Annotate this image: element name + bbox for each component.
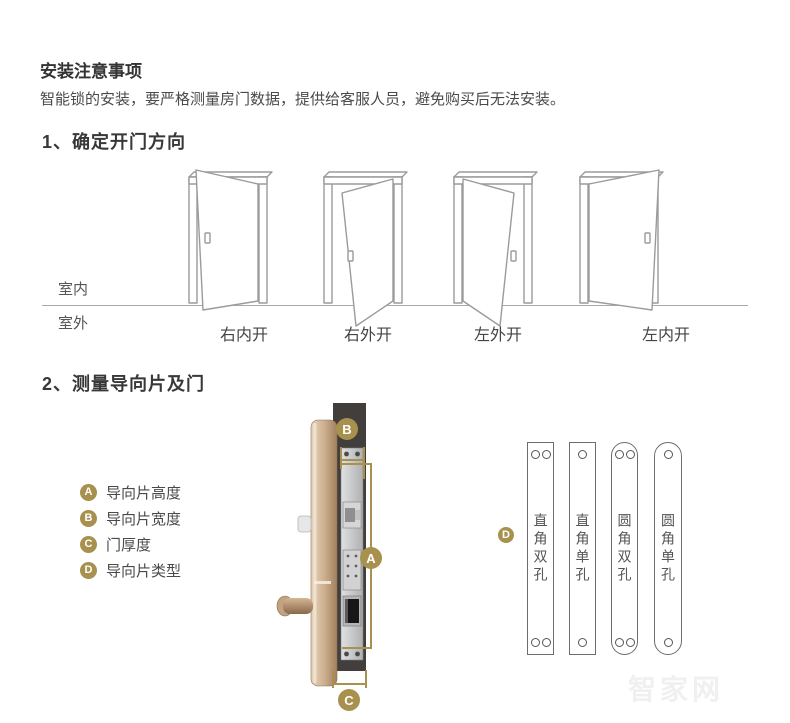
plate-label: 圆角双孔 xyxy=(616,512,633,585)
measure-badge-b: B xyxy=(336,418,358,440)
door-label-left-outward: 左外开 xyxy=(473,327,522,344)
plate-label: 圆角单孔 xyxy=(660,512,676,585)
door-label-left-inward: 左内开 xyxy=(641,327,690,344)
legend-label-d: 导向片类型 xyxy=(106,563,182,580)
lock-measurement-diagram: B A C xyxy=(275,398,445,720)
plate-top-holes xyxy=(663,450,673,459)
plate-bottom-holes xyxy=(663,638,673,647)
door-right-inward-icon xyxy=(188,169,273,311)
door-right-inward-drawing xyxy=(167,163,297,335)
outdoor-label: 室外 xyxy=(58,315,89,332)
plate-square-double-hole: 直角双孔 xyxy=(527,442,554,655)
legend-item-b: B 导向片宽度 xyxy=(80,510,182,528)
badge-b-icon: B xyxy=(80,510,97,527)
badge-d-icon: D xyxy=(80,562,97,579)
plate-label: 直角单孔 xyxy=(574,512,591,585)
door-right-outward-drawing xyxy=(302,163,432,335)
door-label-right-inward: 右内开 xyxy=(219,327,268,344)
page-description: 智能锁的安装，要严格测量房门数据，提供给客服人员，避免购买后无法安装。 xyxy=(40,91,566,108)
plate-top-holes xyxy=(530,450,551,459)
measurement-legend: A 导向片高度 B 导向片宽度 C 门厚度 D 导向片类型 xyxy=(80,484,182,580)
door-left-inward-drawing xyxy=(558,163,688,335)
measure-badge-c: C xyxy=(338,689,360,711)
plate-label: 直角双孔 xyxy=(532,512,549,585)
watermark: 智家网 xyxy=(628,674,725,705)
legend-item-a: A 导向片高度 xyxy=(80,484,182,502)
measure-badge-d: D xyxy=(498,527,514,543)
plate-bottom-holes xyxy=(578,638,587,647)
plate-top-holes xyxy=(578,450,587,459)
plate-square-single-hole: 直角单孔 xyxy=(569,442,596,655)
legend-label-b: 导向片宽度 xyxy=(106,511,182,528)
plate-bottom-holes xyxy=(614,638,635,647)
legend-label-a: 导向片高度 xyxy=(106,485,182,502)
badge-a-icon: A xyxy=(80,484,97,501)
legend-item-c: C 门厚度 xyxy=(80,536,181,554)
door-left-inward-icon xyxy=(579,169,664,311)
plate-top-holes xyxy=(614,450,635,459)
door-left-outward-drawing xyxy=(432,163,562,335)
door-left-outward-icon xyxy=(453,171,538,327)
door-label-right-outward: 右外开 xyxy=(343,327,392,344)
lock-side-view-icon xyxy=(276,403,372,688)
legend-item-d: D 导向片类型 xyxy=(80,562,182,580)
page-title: 安装注意事项 xyxy=(40,62,142,81)
floor-divider-line xyxy=(42,305,748,306)
legend-label-c: 门厚度 xyxy=(106,537,152,554)
indoor-label: 室内 xyxy=(58,281,89,298)
section1-heading: 1、确定开门方向 xyxy=(42,132,187,152)
badge-c-icon: C xyxy=(80,536,97,553)
plate-round-double-hole: 圆角双孔 xyxy=(611,442,638,655)
measure-badge-a: A xyxy=(360,547,382,569)
section2-heading: 2、测量导向片及门 xyxy=(42,374,206,394)
plate-bottom-holes xyxy=(530,638,551,647)
door-right-outward-icon xyxy=(323,171,408,327)
plate-round-single-hole: 圆角单孔 xyxy=(654,442,682,655)
